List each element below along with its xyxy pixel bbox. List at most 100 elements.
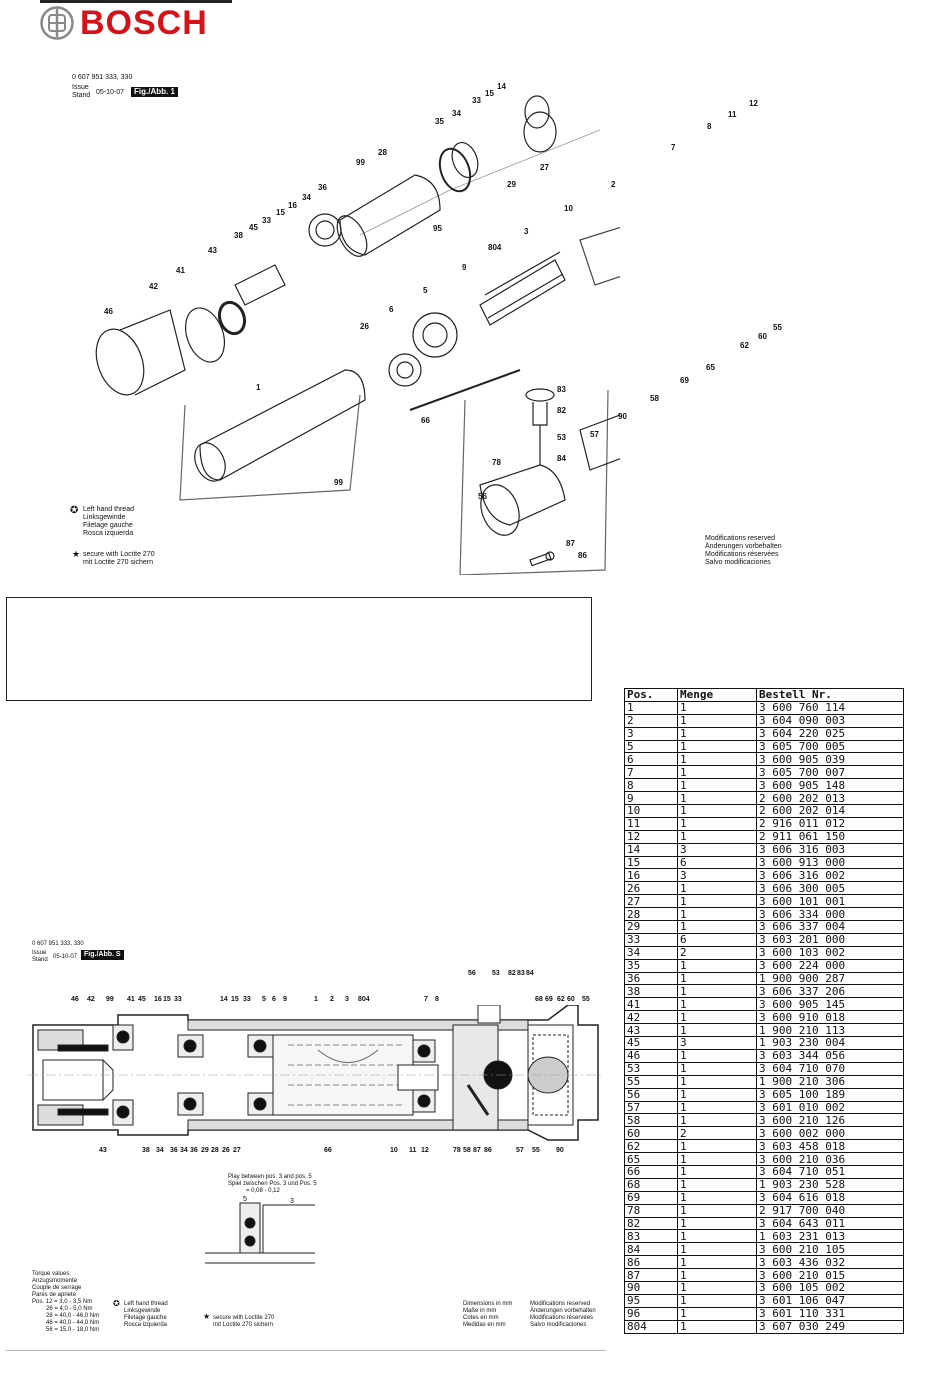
callout: 53	[492, 970, 500, 977]
callout: 34	[156, 1147, 164, 1154]
callout: 36	[318, 183, 327, 192]
cell-pos: 1	[624, 700, 678, 715]
callout: 82	[508, 970, 516, 977]
fig1-mod-line1: Modifications reserved	[705, 535, 776, 542]
cell-bestell-nr: 1 903 230 004	[756, 1036, 904, 1050]
cell-bestell-nr: 2 917 700 040	[756, 1203, 904, 1218]
cell-menge: 1	[677, 958, 757, 973]
cell-menge: 1	[677, 894, 757, 909]
callout: 66	[324, 1147, 332, 1154]
cell-bestell-nr: 3 600 760 114	[756, 700, 904, 715]
callout: 15	[485, 89, 494, 98]
cell-bestell-nr: 3 600 210 105	[756, 1242, 904, 1257]
cell-bestell-nr: 3 605 700 007	[756, 765, 904, 780]
cell-menge: 1	[677, 1280, 757, 1295]
callout: 60	[567, 996, 575, 1003]
cell-bestell-nr: 3 606 334 000	[756, 907, 904, 922]
callout: 41	[127, 996, 135, 1003]
cell-pos: 69	[624, 1190, 678, 1205]
left-hand-thread-icon: ✪	[113, 1299, 120, 1308]
dimensions-line3: Cotes en mm	[463, 1315, 499, 1321]
cell-pos: 53	[624, 1061, 678, 1076]
callout: 1	[314, 996, 318, 1003]
callout: 26	[360, 322, 369, 331]
callout: 11	[409, 1147, 417, 1154]
cell-menge: 1	[677, 1074, 757, 1089]
cell-pos: 66	[624, 1164, 678, 1179]
cell-bestell-nr: 3 605 700 005	[756, 739, 904, 754]
callout: 804	[488, 243, 502, 252]
callout: 33	[243, 996, 251, 1003]
fig2-loctite-line2: mit Loctite 270 sichern	[213, 1322, 274, 1328]
cell-bestell-nr: 3 604 220 025	[756, 726, 904, 741]
cell-bestell-nr: 3 601 110 331	[756, 1306, 904, 1321]
cell-bestell-nr: 3 600 210 036	[756, 1152, 904, 1166]
callout: 804	[358, 996, 370, 1003]
fig1-loctite-line2: mit Loctite 270 sichern	[83, 559, 154, 566]
cell-bestell-nr: 3 603 436 032	[756, 1255, 904, 1270]
play-note-line1: Play between pos. 3 and pos. 5	[228, 1174, 312, 1180]
callout: 57	[590, 430, 599, 439]
cell-menge: 1	[677, 1190, 757, 1205]
callout: 5	[423, 286, 428, 295]
cell-pos: 33	[624, 932, 678, 947]
cell-pos: 87	[624, 1268, 678, 1282]
fig1-loctite-line1: secure with Loctite 270	[83, 551, 155, 558]
cell-menge: 3	[677, 1036, 757, 1050]
cell-menge: 1	[677, 1242, 757, 1257]
torque-value: Pos. 12 = 3,0 - 3,5 Nm	[32, 1299, 93, 1305]
callout: 14	[497, 82, 506, 91]
callout: 66	[421, 416, 430, 425]
cell-bestell-nr: 3 600 905 039	[756, 752, 904, 767]
callout: 33	[472, 96, 481, 105]
callout: 11	[728, 110, 737, 119]
cell-bestell-nr: 1 903 230 528	[756, 1177, 904, 1192]
callout: 8	[435, 996, 439, 1003]
svg-text:3: 3	[290, 1198, 294, 1205]
callout: 46	[71, 996, 79, 1003]
cell-pos: 58	[624, 1113, 678, 1128]
fig2-lh-line4: Rosca izquierda	[124, 1322, 168, 1328]
callout: 6	[389, 305, 394, 314]
callout: 43	[208, 246, 217, 255]
cell-menge: 2	[677, 945, 757, 960]
cell-menge: 1	[677, 1139, 757, 1154]
callout: 2	[330, 996, 334, 1003]
callout: 87	[566, 539, 575, 548]
fig1-mod-line4: Salvo modificaciones	[705, 559, 771, 566]
callout: 45	[249, 223, 258, 232]
callout: 69	[680, 376, 689, 385]
cell-pos: 78	[624, 1203, 678, 1218]
cell-menge: 1	[677, 829, 757, 844]
cell-bestell-nr: 1 900 900 287	[756, 971, 904, 986]
cell-menge: 1	[677, 1203, 757, 1218]
cell-bestell-nr: 3 604 710 070	[756, 1061, 904, 1076]
callout: 38	[234, 231, 243, 240]
callout: 29	[507, 180, 516, 189]
callout: 16	[288, 201, 297, 210]
cell-menge: 1	[677, 791, 757, 806]
callout: 34	[180, 1147, 188, 1154]
cell-menge: 1	[677, 971, 757, 986]
torque-title-3: Couple de serrage	[32, 1285, 82, 1291]
cell-pos: 62	[624, 1139, 678, 1154]
bottom-divider	[6, 1350, 606, 1351]
brand-wordmark: BOSCH	[80, 4, 208, 42]
cell-bestell-nr: 3 600 103 002	[756, 945, 904, 960]
callout: 95	[433, 224, 442, 233]
